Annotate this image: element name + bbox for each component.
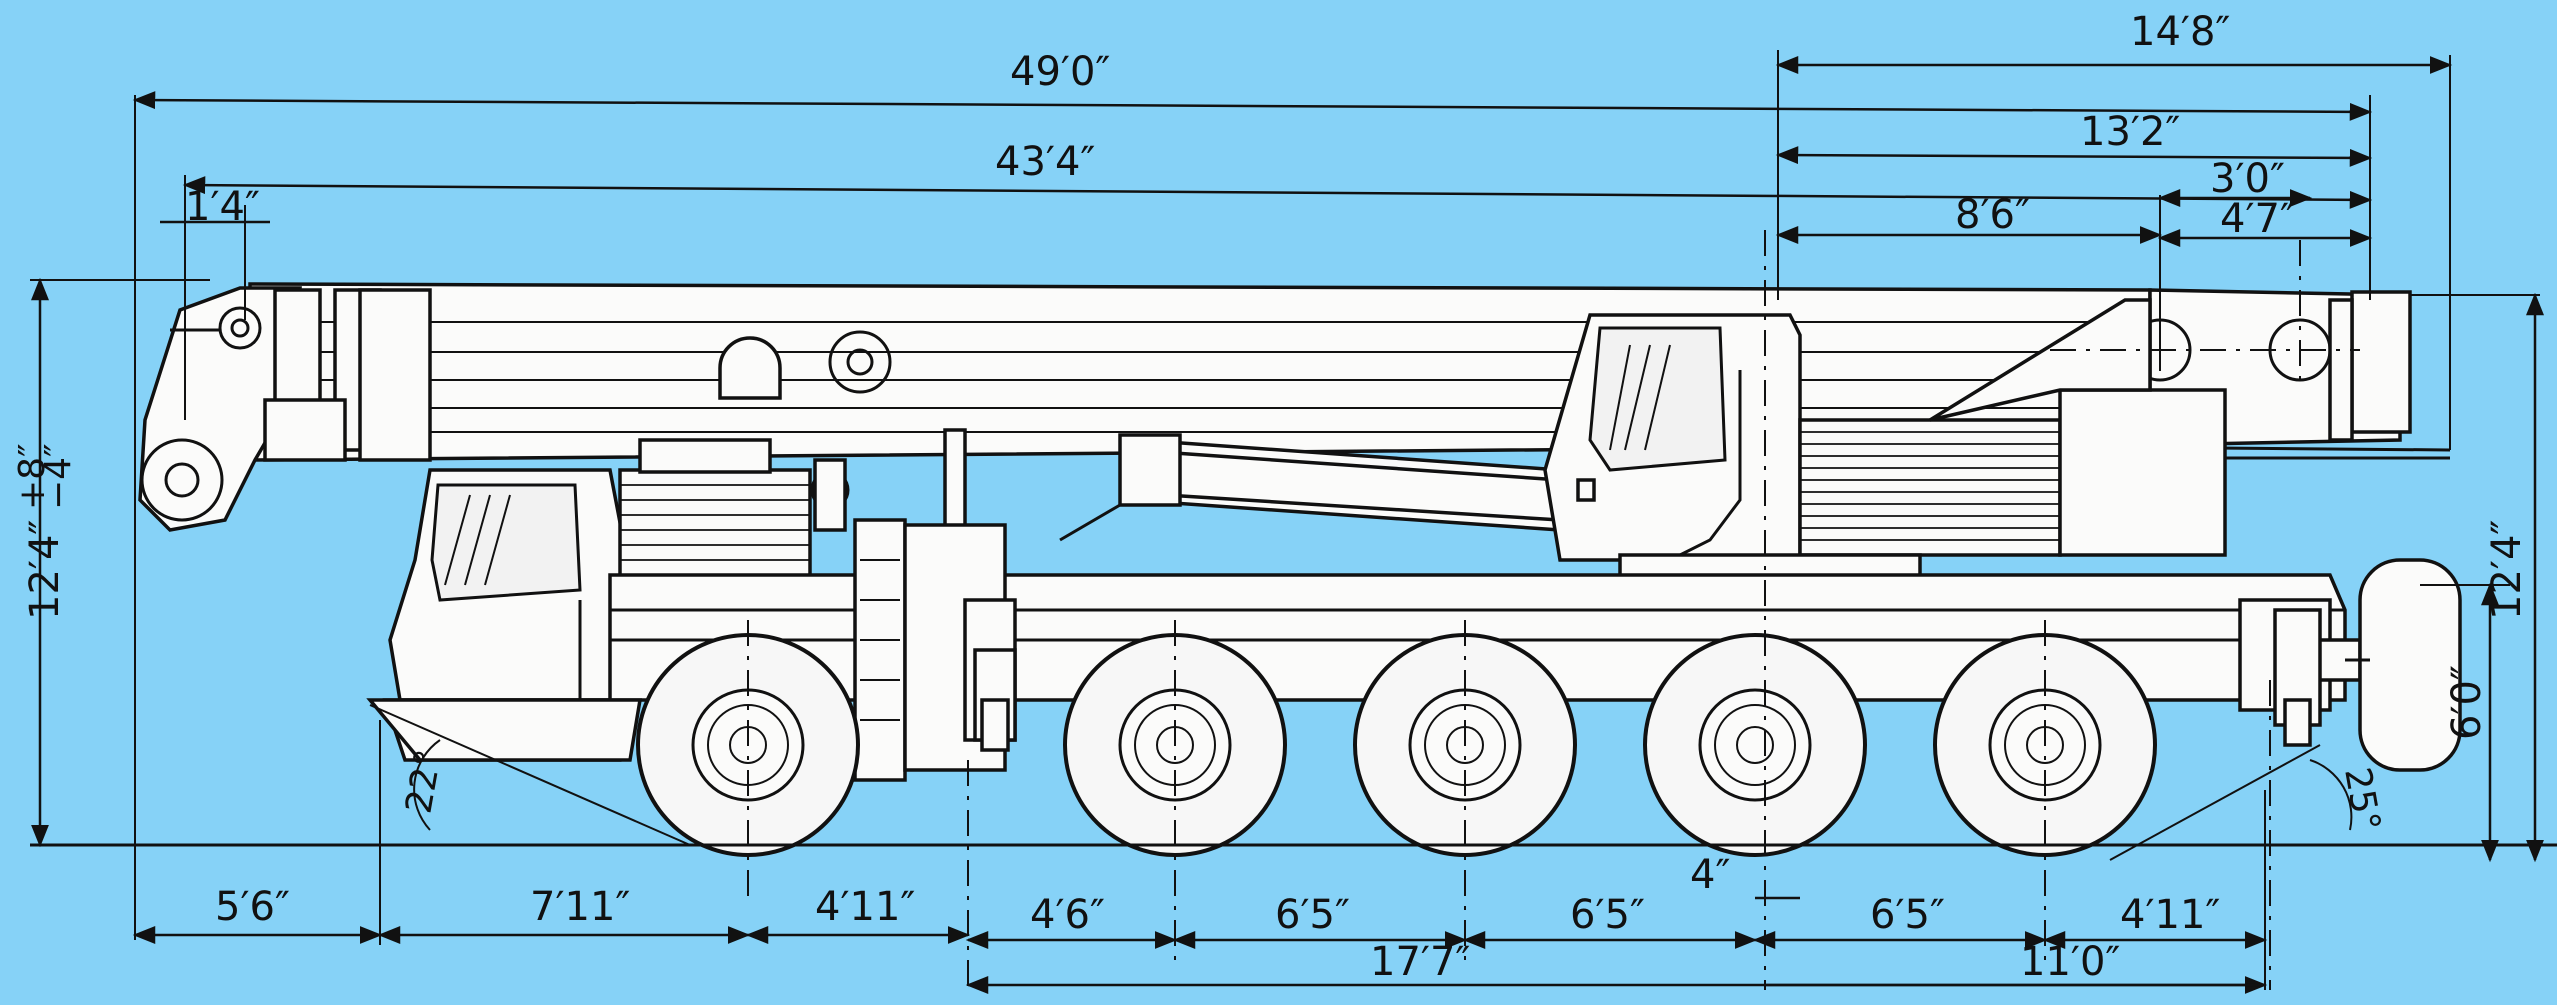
- departure-angle-arc: [2309, 759, 2353, 831]
- label-7-11: 7′11″: [530, 884, 630, 930]
- label-4-11-front: 4′11″: [815, 884, 915, 930]
- label-counterweight-width: 3′0″: [2210, 156, 2285, 202]
- approach-angle-line: [369, 704, 691, 846]
- label-outrigger-span: 17′7″: [1370, 939, 1470, 985]
- label-height-left-group: 12′4″ +8″ −4″: [12, 443, 79, 620]
- label-tail-swing: 14′8″: [2130, 9, 2230, 55]
- label-overall-length: 49′0″: [1010, 49, 1110, 95]
- dim-line-rear-overhang: [1775, 146, 2373, 167]
- label-height-left: 12′4″: [22, 520, 68, 620]
- departure-angle-line: [2109, 744, 2321, 861]
- label-front-overhang: 5′6″: [215, 884, 290, 930]
- dim-line-boom-length: [182, 176, 2373, 209]
- label-boom-nose: 1′4″: [185, 184, 260, 230]
- label-slew-to-cw: 8′6″: [1955, 192, 2030, 238]
- crane-machine: [30, 195, 2557, 990]
- label-departure-angle: 25°: [2336, 764, 2387, 834]
- label-height-tol-minus: −4″: [38, 443, 79, 510]
- label-slew-offset: 4″: [1690, 852, 1730, 898]
- label-6-5-b: 6′5″: [1570, 892, 1645, 938]
- label-4-6: 4′6″: [1030, 892, 1105, 938]
- dim-line-overall-length: [132, 91, 2373, 121]
- label-6-5-a: 6′5″: [1275, 892, 1350, 938]
- label-boom-length: 43′4″: [995, 139, 1095, 185]
- dimension-lines: [30, 50, 2544, 994]
- label-height-tol-plus: +8″: [12, 443, 53, 510]
- superstructure: [1543, 298, 2227, 579]
- label-rear-overhang: 13′2″: [2080, 109, 2180, 155]
- label-outrigger-height: 6′0″: [2444, 665, 2490, 740]
- label-4-11-rear: 4′11″: [2120, 892, 2220, 938]
- luffing-cylinder: [1059, 433, 1562, 542]
- approach-angle-arc: [413, 739, 441, 831]
- dimension-labels: 14′8″ 49′0″ 13′2″ 43′4″ 1′4″ 3′0″ 8′6″ 4…: [12, 9, 2530, 985]
- label-cw-depth: 4′7″: [2220, 196, 2295, 242]
- wheel-4: [1643, 633, 1867, 857]
- label-slew-to-rear: 11′0″: [2020, 939, 2120, 985]
- label-height-right: 12′4″: [2484, 520, 2530, 620]
- label-6-5-c: 6′5″: [1870, 892, 1945, 938]
